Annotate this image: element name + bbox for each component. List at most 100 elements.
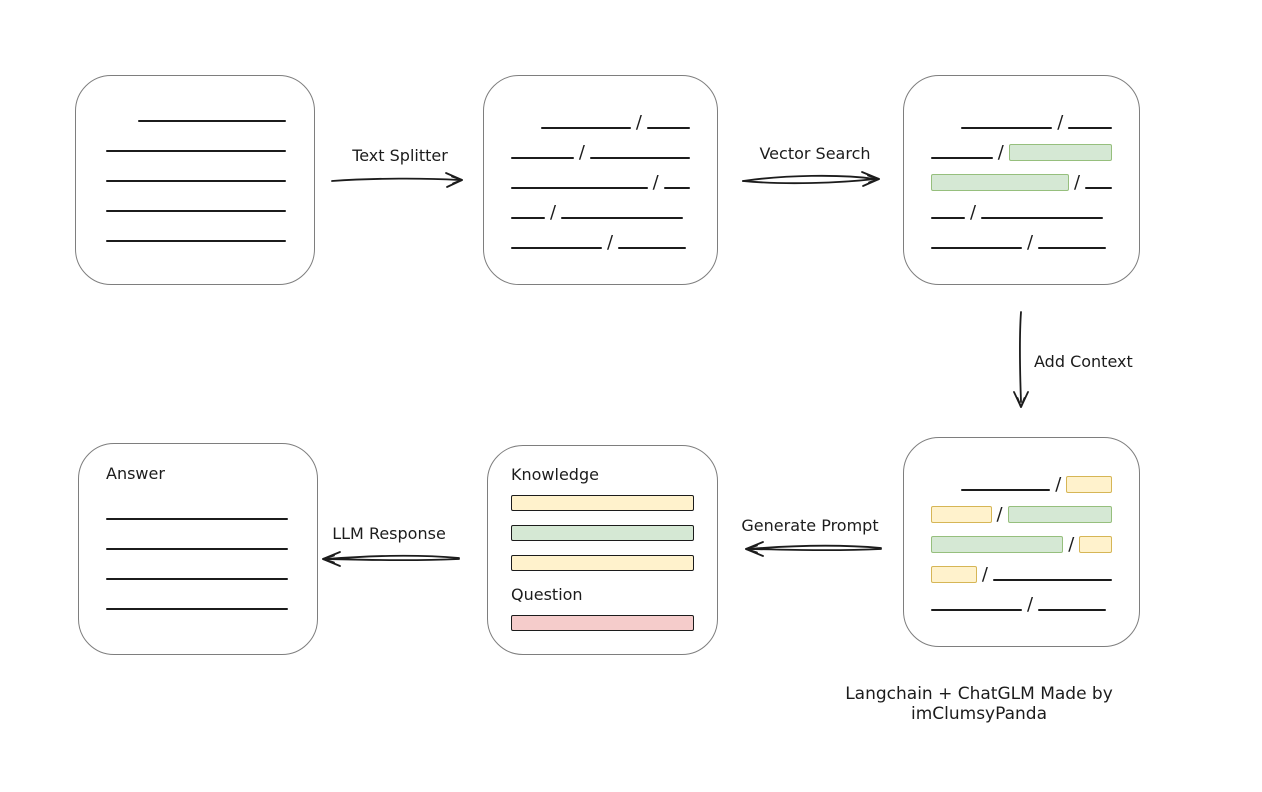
text-line bbox=[106, 578, 288, 580]
text-line bbox=[511, 187, 648, 189]
highlight-green bbox=[931, 174, 1069, 191]
answer-text-lines bbox=[106, 518, 290, 610]
yellow-bar bbox=[511, 555, 694, 571]
highlight-yellow bbox=[931, 566, 977, 583]
chunk-row: / bbox=[931, 172, 1112, 193]
text-splitter-arrow-icon bbox=[331, 172, 463, 188]
question-bars bbox=[511, 615, 694, 631]
split-chunk-rows: / / / / / bbox=[484, 76, 717, 253]
chunk-separator-slash: / bbox=[1073, 172, 1081, 193]
text-line bbox=[511, 217, 545, 219]
red-bar bbox=[511, 615, 694, 631]
document-text-lines bbox=[76, 76, 314, 242]
highlight-green bbox=[1008, 144, 1112, 161]
chunk-separator-slash: / bbox=[652, 172, 659, 193]
text-splitter-label: Text Splitter bbox=[352, 146, 448, 165]
text-line bbox=[992, 579, 1112, 581]
prompt-box: Knowledge Question bbox=[487, 445, 718, 655]
vector-search-label: Vector Search bbox=[759, 144, 871, 163]
add-context-label: Add Context bbox=[1034, 352, 1133, 371]
chunk-separator-slash: / bbox=[1027, 594, 1034, 615]
llm-response-arrow-icon bbox=[322, 551, 460, 567]
chunk-row: / bbox=[511, 142, 690, 163]
chunk-separator-slash: / bbox=[635, 112, 642, 133]
split-chunks-box: / / / / / bbox=[483, 75, 718, 285]
chunk-row: / bbox=[511, 232, 690, 253]
text-line bbox=[1068, 127, 1112, 129]
highlight-yellow bbox=[1066, 476, 1112, 493]
text-line bbox=[1038, 247, 1107, 249]
chunk-row: / bbox=[931, 594, 1112, 615]
text-line bbox=[106, 608, 288, 610]
text-line bbox=[511, 247, 602, 249]
text-line bbox=[106, 180, 286, 182]
llm-response-label: LLM Response bbox=[332, 524, 446, 543]
text-line bbox=[647, 127, 690, 129]
chunk-row: / bbox=[931, 504, 1112, 525]
text-line bbox=[106, 548, 288, 550]
question-label: Question bbox=[511, 585, 583, 604]
text-line bbox=[931, 609, 1022, 611]
answer-box: Answer bbox=[78, 443, 318, 655]
chunk-separator-slash: / bbox=[1027, 232, 1034, 253]
chunk-separator-slash: / bbox=[1057, 112, 1064, 133]
knowledge-label: Knowledge bbox=[511, 465, 599, 484]
text-line bbox=[541, 127, 631, 129]
chunk-row: / bbox=[931, 564, 1112, 585]
chunk-separator-slash: / bbox=[1055, 474, 1062, 495]
knowledge-bars bbox=[511, 495, 694, 571]
text-line bbox=[1038, 609, 1107, 611]
attribution-text: Langchain + ChatGLM Made by imClumsyPand… bbox=[845, 684, 1113, 724]
chunk-separator-slash: / bbox=[970, 202, 977, 223]
text-line bbox=[106, 518, 288, 520]
yellow-bar bbox=[511, 495, 694, 511]
text-line bbox=[663, 187, 690, 189]
chunk-row: / bbox=[961, 112, 1112, 133]
chunk-row: / bbox=[511, 172, 690, 193]
chunk-separator-slash: / bbox=[578, 142, 585, 163]
chunk-row: / bbox=[961, 474, 1112, 495]
vector-search-arrow-icon bbox=[742, 171, 880, 187]
text-line bbox=[961, 489, 1051, 491]
text-line bbox=[561, 217, 684, 219]
highlight-green bbox=[931, 536, 1064, 553]
highlight-yellow bbox=[1079, 536, 1112, 553]
text-line bbox=[106, 150, 286, 152]
text-line bbox=[138, 120, 286, 122]
chunk-separator-slash: / bbox=[550, 202, 557, 223]
chunk-row: / bbox=[931, 202, 1112, 223]
text-line bbox=[618, 247, 687, 249]
chunk-separator-slash: / bbox=[981, 564, 988, 585]
context-chunks-box: / / / / / bbox=[903, 437, 1140, 647]
matched-chunk-rows: / / / / / bbox=[904, 76, 1139, 253]
text-line bbox=[589, 157, 690, 159]
chunk-row: / bbox=[541, 112, 690, 133]
chunk-row: / bbox=[931, 232, 1112, 253]
text-line bbox=[931, 217, 965, 219]
green-bar bbox=[511, 525, 694, 541]
chunk-separator-slash: / bbox=[997, 142, 1004, 163]
text-line bbox=[106, 210, 286, 212]
text-line bbox=[931, 157, 993, 159]
matched-chunks-box: / / / / / bbox=[903, 75, 1140, 285]
generate-prompt-label: Generate Prompt bbox=[741, 516, 879, 535]
text-line bbox=[931, 247, 1022, 249]
add-context-arrow-icon bbox=[1013, 311, 1029, 408]
chunk-row: / bbox=[931, 142, 1112, 163]
generate-prompt-arrow-icon bbox=[745, 541, 882, 557]
text-line bbox=[981, 217, 1104, 219]
highlight-yellow bbox=[931, 506, 992, 523]
chunk-row: / bbox=[511, 202, 690, 223]
text-line bbox=[106, 240, 286, 242]
chunk-row: / bbox=[931, 534, 1112, 555]
context-chunk-rows: / / / / / bbox=[904, 438, 1139, 615]
chunk-separator-slash: / bbox=[607, 232, 614, 253]
answer-label: Answer bbox=[106, 464, 165, 483]
text-line bbox=[511, 157, 574, 159]
chunk-separator-slash: / bbox=[1068, 534, 1075, 555]
highlight-green bbox=[1007, 506, 1112, 523]
text-line bbox=[1085, 187, 1112, 189]
chunk-separator-slash: / bbox=[996, 504, 1003, 525]
text-line bbox=[961, 127, 1053, 129]
